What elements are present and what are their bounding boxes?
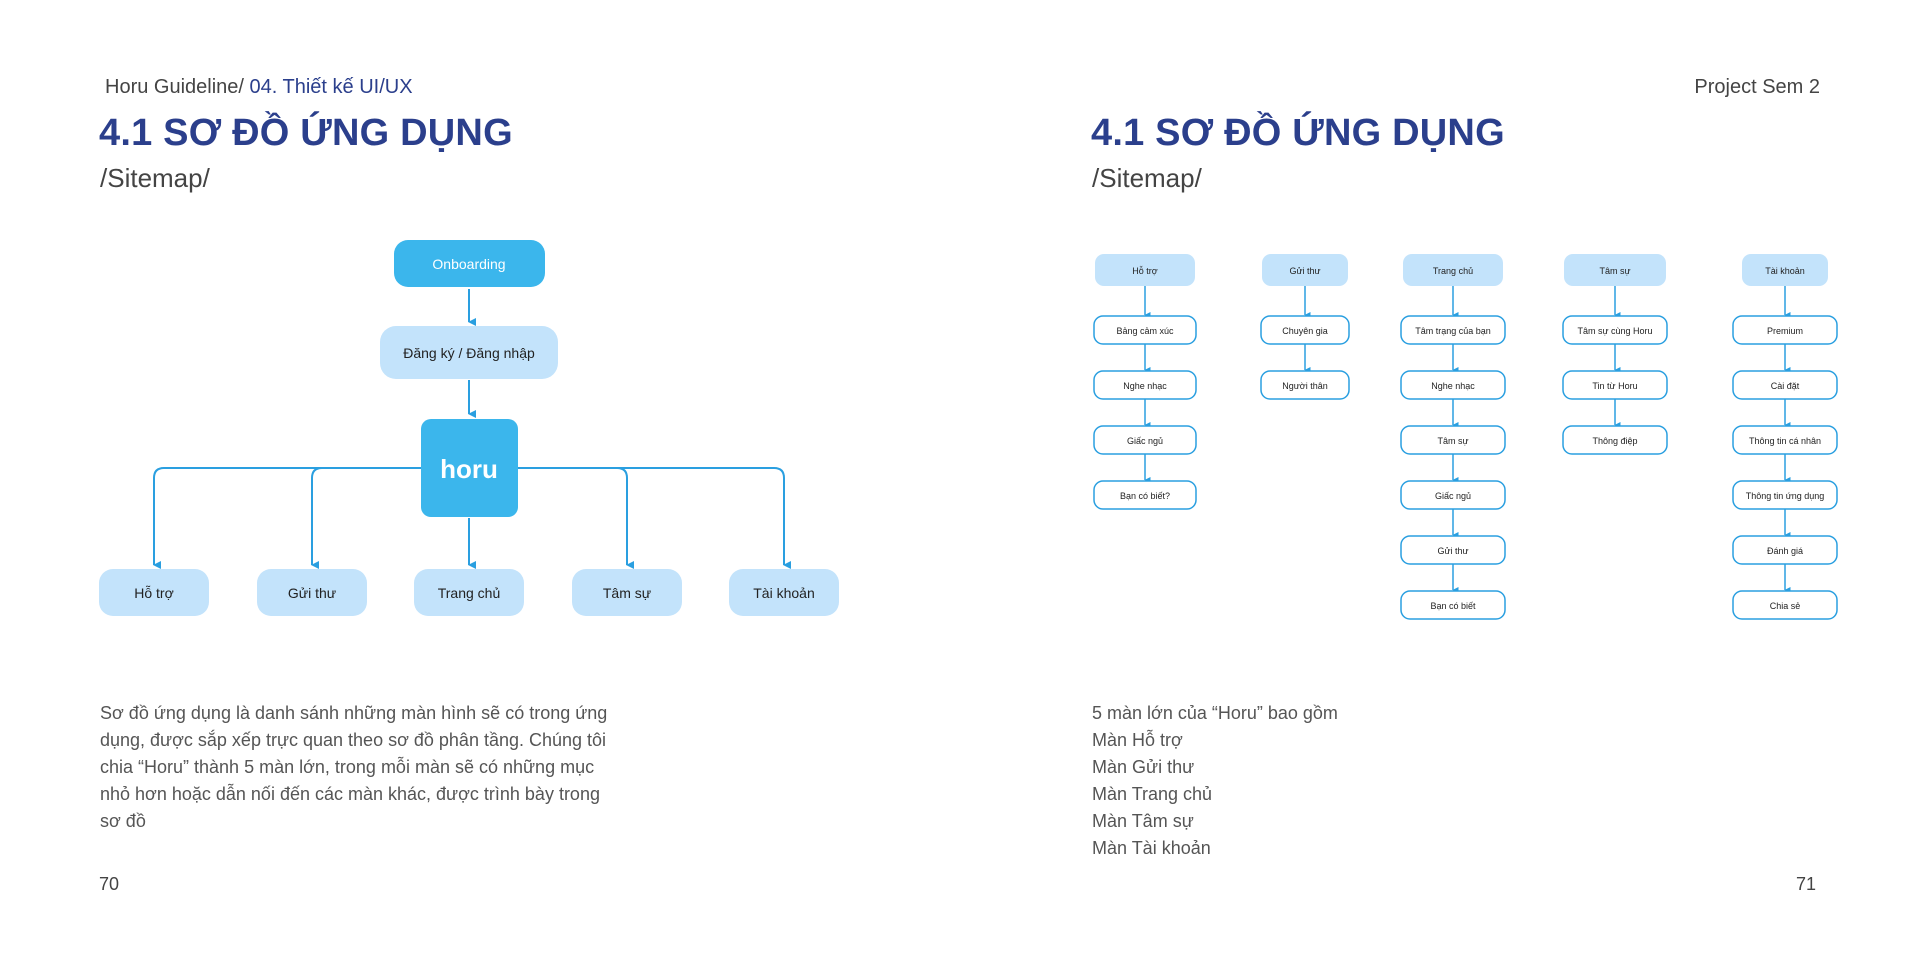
left-page-number: 70 xyxy=(99,874,120,894)
column-item-node xyxy=(1400,590,1506,620)
sitemap-overview-diagram: Onboarding Đăng ký / Đăng nhập horu Hỗ t… xyxy=(99,240,839,616)
column-item-label: Đánh giá xyxy=(1767,546,1803,556)
connector-logo-taikhoan xyxy=(517,467,791,569)
column-item-label: Người thân xyxy=(1282,381,1327,391)
column-item-label: Thông tin cá nhân xyxy=(1749,436,1821,446)
screen-node xyxy=(99,569,209,616)
column-header-label: Trang chủ xyxy=(1433,266,1473,276)
breadcrumb-section: 04. Thiết kế UI/UX xyxy=(243,76,413,98)
column-header-node xyxy=(1095,254,1195,286)
screen-node xyxy=(572,569,682,616)
column-item-label: Tâm trạng của bạn xyxy=(1415,326,1491,336)
column-header-node xyxy=(1564,254,1666,286)
column-header-label: Tâm sự xyxy=(1599,266,1630,276)
screen-node-label: Trang chủ xyxy=(438,585,501,601)
description-line: chia “Horu” thành 5 màn lớn, trong mỗi m… xyxy=(100,757,595,777)
screen-node xyxy=(414,569,524,616)
screen-node xyxy=(257,569,367,616)
column-header-node xyxy=(1742,254,1828,286)
column-item-label: Bạn có biết? xyxy=(1120,491,1170,501)
column-item-label: Cài đặt xyxy=(1771,381,1800,391)
column-header-node xyxy=(1262,254,1348,286)
column-item-label: Giấc ngủ xyxy=(1127,436,1163,446)
horu-logo-node xyxy=(421,419,518,517)
right-page-number: 71 xyxy=(1795,874,1816,894)
column-item-node xyxy=(1562,425,1668,455)
column-item-label: Thông điệp xyxy=(1592,436,1637,446)
column-header-node xyxy=(1403,254,1503,286)
column-header-label: Hỗ trợ xyxy=(1132,266,1158,276)
column-item-label: Tâm sự xyxy=(1437,436,1468,446)
auth-label: Đăng ký / Đăng nhập xyxy=(403,345,535,361)
column-item-node xyxy=(1260,370,1350,400)
column-item-label: Chia sẻ xyxy=(1770,601,1801,611)
summary-intro: 5 màn lớn của “Horu” bao gồm xyxy=(1092,703,1338,723)
description-line: nhỏ hơn hoặc dẫn nối đến các màn khác, đ… xyxy=(100,784,600,804)
column-item-label: Bảng cảm xúc xyxy=(1116,326,1174,336)
onboarding-label: Onboarding xyxy=(432,256,505,272)
screen-node-label: Tài khoản xyxy=(753,585,814,601)
column-item-label: Tin từ Horu xyxy=(1592,381,1637,391)
description-line: dụng, được sắp xếp trực quan theo sơ đồ … xyxy=(100,730,607,750)
right-summary: 5 màn lớn của “Horu” bao gồm Màn Hỗ trợ … xyxy=(1092,700,1338,862)
screen-node-label: Hỗ trợ xyxy=(134,585,174,601)
column-item-label: Thông tin ứng dụng xyxy=(1746,491,1825,501)
column-item-label: Gửi thư xyxy=(1437,546,1468,556)
left-page-title: 4.1 SƠ ĐỒ ỨNG DỤNG xyxy=(99,112,513,154)
column-item-label: Nghe nhạc xyxy=(1431,381,1475,391)
summary-item: Màn Hỗ trợ xyxy=(1092,730,1183,750)
column-item-label: Nghe nhạc xyxy=(1123,381,1167,391)
column-item-label: Premium xyxy=(1767,326,1803,336)
summary-item: Màn Tài khoản xyxy=(1092,838,1211,858)
connector-logo-tamsu xyxy=(517,467,634,569)
screen-node-label: Tâm sự xyxy=(603,585,651,601)
horu-logo: horu xyxy=(440,454,498,484)
description-line: sơ đồ xyxy=(100,811,146,831)
column-item-node xyxy=(1732,590,1838,620)
description-line: Sơ đồ ứng dụng là danh sánh những màn hì… xyxy=(100,703,608,723)
summary-item: Màn Tâm sự xyxy=(1092,811,1194,831)
breadcrumb: Horu Guideline/ 04. Thiết kế UI/UX xyxy=(105,76,413,99)
connector-logo-guithu xyxy=(311,467,421,569)
project-label: Project Sem 2 xyxy=(1694,76,1820,98)
column-item-label: Bạn có biết xyxy=(1430,601,1476,611)
column-item-node xyxy=(1093,480,1197,510)
onboarding-node xyxy=(394,240,545,287)
screen-node-label: Gửi thư xyxy=(288,585,336,601)
left-description: Sơ đồ ứng dụng là danh sánh những màn hì… xyxy=(100,700,660,835)
column-item-label: Tâm sự cùng Horu xyxy=(1577,326,1652,336)
column-item-label: Chuyên gia xyxy=(1282,326,1328,336)
column-item-label: Giấc ngủ xyxy=(1435,491,1471,501)
left-page-subtitle: /Sitemap/ xyxy=(100,163,210,193)
summary-item: Màn Trang chủ xyxy=(1092,784,1213,804)
column-header-label: Tài khoản xyxy=(1765,266,1805,276)
column-header-label: Gửi thư xyxy=(1289,266,1320,276)
summary-item: Màn Gửi thư xyxy=(1092,757,1195,777)
connector-logo-hotro xyxy=(153,467,421,569)
screen-node xyxy=(729,569,839,616)
breadcrumb-guideline: Horu Guideline/ xyxy=(105,76,244,98)
auth-node xyxy=(380,326,558,379)
right-page-subtitle: /Sitemap/ xyxy=(1092,163,1202,193)
right-page-title: 4.1 SƠ ĐỒ ỨNG DỤNG xyxy=(1091,112,1505,154)
